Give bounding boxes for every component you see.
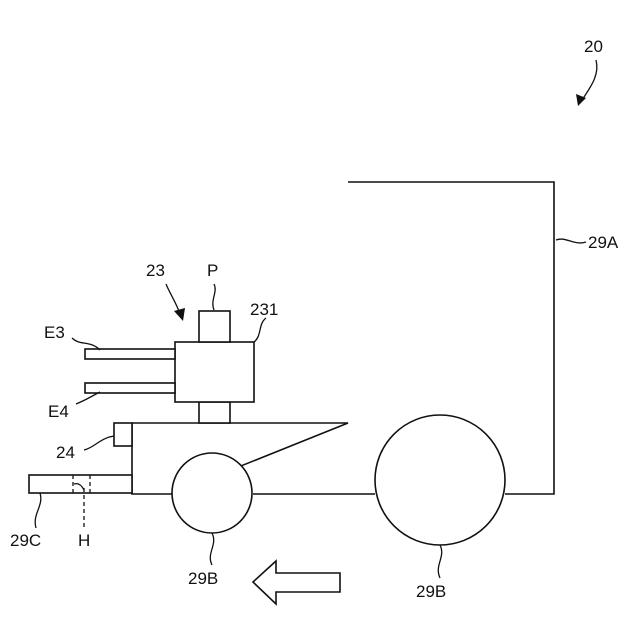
label-electrode-lower: E4 — [48, 402, 69, 421]
leader-29A — [556, 239, 586, 243]
leader-wheel-front — [210, 533, 213, 565]
figure-ref-leader — [582, 60, 597, 100]
label-wheel-front: 29B — [188, 569, 218, 588]
leader-P — [213, 284, 215, 310]
unit-23-arrowhead — [174, 308, 185, 321]
electrode-lower — [85, 383, 175, 393]
leader-23 — [166, 284, 180, 314]
direction-arrow-icon — [253, 561, 340, 604]
label-wheel-rear: 29B — [416, 582, 446, 601]
label-unit: 23 — [146, 261, 165, 280]
label-hole: H — [78, 531, 90, 550]
label-sensor: 24 — [56, 443, 75, 462]
wheel-front — [172, 453, 252, 533]
unit-body — [175, 342, 254, 402]
unit-port — [199, 311, 230, 342]
fork — [29, 475, 132, 493]
leader-231 — [254, 318, 266, 342]
label-body: 29A — [588, 233, 619, 252]
label-fork: 29C — [10, 531, 41, 550]
leader-wheel-rear — [438, 545, 441, 578]
leader-24 — [84, 436, 114, 450]
label-unit-body: 231 — [250, 300, 278, 319]
unit-column — [199, 402, 230, 423]
sensor — [114, 423, 132, 446]
leader-29C — [35, 493, 41, 528]
label-figure-ref: 20 — [584, 37, 603, 56]
wheel-rear — [375, 415, 505, 545]
label-port: P — [207, 261, 218, 280]
label-electrode-upper: E3 — [44, 323, 65, 342]
electrode-upper — [85, 349, 175, 359]
